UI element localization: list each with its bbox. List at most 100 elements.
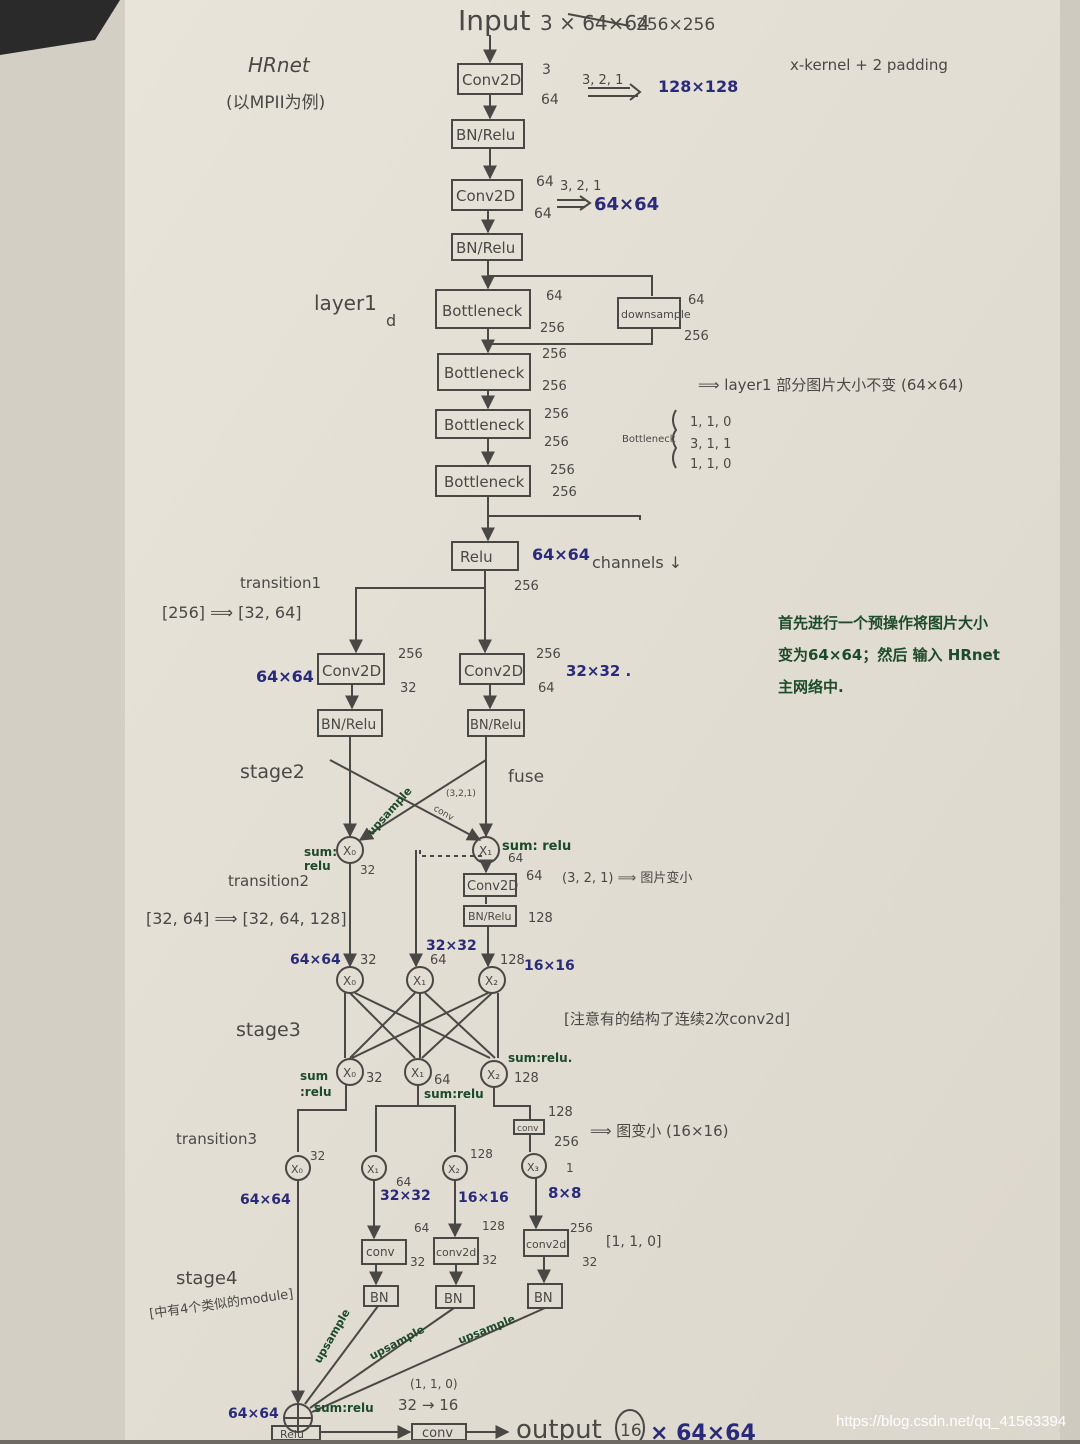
green-note-2: 变为64×64；然后 输入 HRnet: [778, 646, 1000, 664]
paper-edge: [1060, 0, 1080, 1440]
stage3-ch-2: 128: [500, 953, 525, 968]
t3-x1-path: [375, 1085, 456, 1152]
t3-ch-2: 128: [470, 1147, 493, 1161]
double-arrow-1: [588, 83, 642, 101]
final-sum-relu: sum:relu: [314, 1401, 374, 1415]
transition1-mapping: [256] ⟹ [32, 64]: [162, 603, 302, 622]
t3-ch-0: 32: [310, 1149, 325, 1163]
transition1-label: transition1: [240, 574, 321, 592]
b4-ch-a: 256: [550, 463, 575, 478]
stage2-node-params: (3, 2, 1) ⟹ 图片变小: [562, 870, 692, 886]
stage3-ch-1: 64: [430, 953, 447, 968]
bottleneck-2-label: Bottleneck: [444, 364, 525, 382]
b1-ch-a: 64: [546, 289, 563, 304]
stage3-out-ch-0: 32: [366, 1071, 383, 1086]
b3-ch-b: 256: [544, 435, 569, 450]
t3-size-2: 16×16: [458, 1190, 509, 1206]
stage3-size-0: 64×64: [290, 952, 341, 968]
downsample-label: downsample: [621, 308, 691, 321]
bottleneck-3-label: Bottleneck: [444, 416, 525, 434]
conv2-ch-in: 64: [536, 174, 554, 190]
t3-x2-path: [493, 1087, 531, 1120]
stage2-conv-box: [463, 873, 517, 897]
stage3-size-1: 32×32: [426, 938, 477, 954]
conv2-size: 64×64: [594, 194, 659, 215]
stage2-conv-params: (3,2,1): [446, 789, 476, 799]
b2-ch-a: 256: [542, 347, 567, 362]
bottleneck-4-box: [435, 465, 531, 497]
stage4-bn3: BN: [534, 1291, 553, 1306]
transition2-mapping: [32, 64] ⟹ [32, 64, 128]: [146, 909, 347, 928]
final-map: 32 → 16: [398, 1396, 458, 1414]
stage2-dash: [419, 850, 486, 857]
stage4-label: stage4: [176, 1268, 237, 1289]
stage3-sum-mid: sum:relu: [424, 1087, 484, 1101]
kernel-note: x-kernel + 2 padding: [790, 56, 948, 74]
b4-ch-b: 256: [552, 485, 577, 500]
stage3-ch-0: 32: [360, 953, 377, 968]
bn1-box: [451, 119, 525, 149]
relu-ch: 256: [514, 579, 539, 594]
stage4-conv1-label: conv: [366, 1245, 395, 1259]
stage4-conv3-ch-a: 256: [570, 1221, 593, 1235]
t3-note: ⟹ 图变小 (16×16): [590, 1122, 729, 1140]
bottleneck-2-box: [437, 353, 531, 391]
fuse-label: fuse: [508, 767, 544, 787]
paper-left-margin: [0, 0, 125, 1440]
stage4-conv1-ch-b: 32: [410, 1255, 425, 1269]
stage3-out-x1-label: X₁: [411, 1066, 424, 1080]
bottleneck-3-box: [435, 409, 531, 439]
green-note-1: 首先进行一个预操作将图片大小: [778, 614, 988, 632]
layer1-label: layer1: [314, 291, 377, 315]
ds-ch-out: 256: [684, 329, 709, 344]
t1-right-ch-in: 256: [536, 647, 561, 662]
b3-ch-a: 256: [544, 407, 569, 422]
relu-label: Relu: [460, 548, 493, 566]
stage3-x2-label: X₂: [485, 974, 498, 988]
channels-note: channels ↓: [592, 553, 682, 572]
conv2-params: 3, 2, 1: [560, 179, 601, 194]
output-n: 16: [620, 1421, 642, 1440]
stage3-sum-left-1: sum: [300, 1069, 328, 1083]
stage4-conv2-ch-a: 128: [482, 1219, 505, 1233]
stage2-node-conv: Conv2D: [467, 879, 518, 894]
t1-left-size: 64×64: [256, 667, 314, 686]
stage2-label: stage2: [240, 761, 305, 783]
input-dims-crossed: 3 × 64×64: [540, 11, 650, 35]
t3-x1-label: X₁: [367, 1163, 379, 1176]
relu-size: 64×64: [532, 545, 590, 564]
stage4-conv3-box: [523, 1229, 569, 1257]
stage3-fuse-lines: [344, 992, 499, 1059]
stage4-bn2: BN: [444, 1292, 463, 1307]
downsample-box: [617, 297, 681, 329]
output-circle: [615, 1409, 645, 1444]
stage3-out-x0-label: X₀: [343, 1066, 356, 1080]
t3-conv-label: conv: [517, 1124, 539, 1134]
conv2-label: Conv2D: [456, 187, 515, 205]
transition1-left-path: [355, 570, 486, 650]
stage2-upsample-line: [358, 759, 487, 841]
transition2-label: transition2: [228, 872, 309, 890]
stage4-bn1: BN: [370, 1291, 389, 1306]
stage3-sum-left-2: :relu: [300, 1085, 332, 1099]
stage3-label: stage3: [236, 1019, 301, 1041]
stage4-conv2-ch-b: 32: [482, 1253, 497, 1267]
t3-x2-label: X₂: [448, 1163, 460, 1176]
bn1-label: BN/Relu: [456, 126, 515, 144]
conv2-ch-out: 64: [534, 206, 552, 222]
final-relu-label: Relu: [280, 1428, 304, 1440]
bottleneck-param-3: 1, 1, 0: [690, 457, 731, 472]
stage2-bn-box: [463, 905, 517, 927]
final-conv-label: conv: [422, 1426, 453, 1440]
stage3-x0-label: X₀: [343, 974, 356, 988]
t1-right-ch-out: 64: [538, 681, 555, 696]
t3-ch-1: 64: [396, 1175, 411, 1189]
stage3-out-x2-label: X₂: [487, 1068, 500, 1082]
final-params: (1, 1, 0): [410, 1377, 458, 1391]
stage4-bn1-box: [363, 1285, 399, 1307]
bottleneck-1-box: [435, 289, 531, 329]
t3-size-1: 32×32: [380, 1188, 431, 1204]
upsample-line-2: [309, 1307, 455, 1409]
